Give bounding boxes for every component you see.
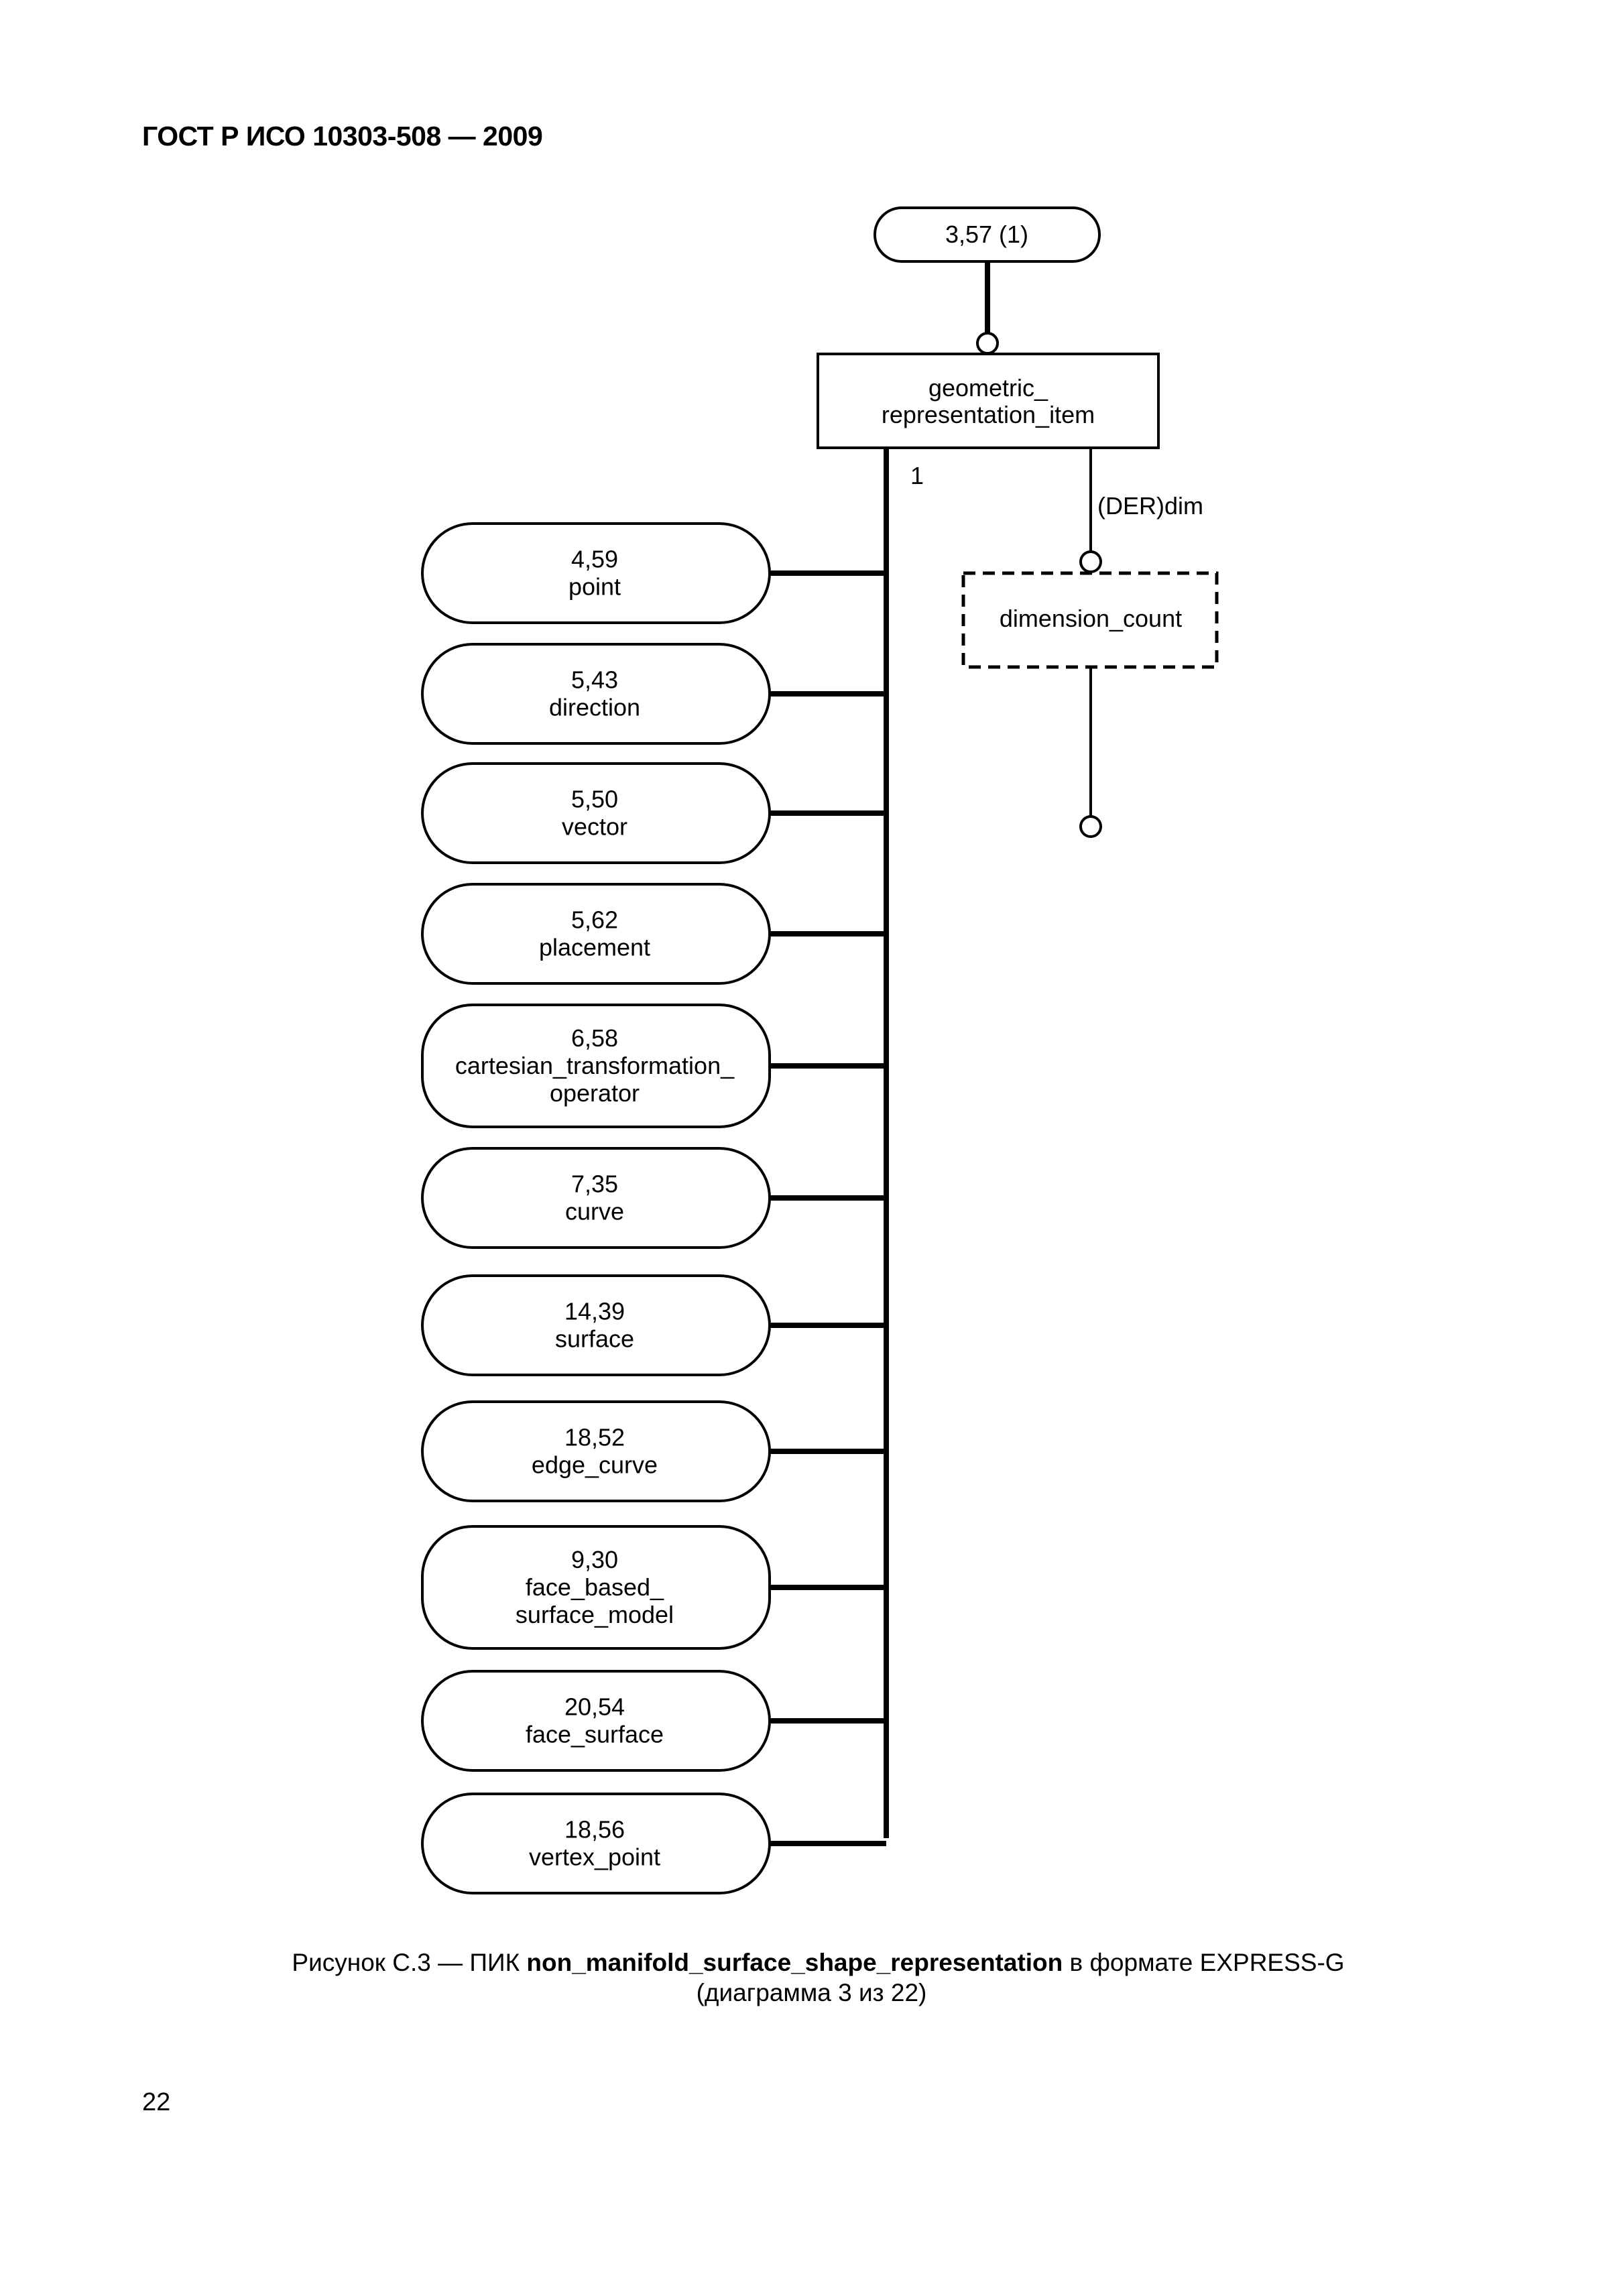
caption-suffix: в формате EXPRESS-G	[1063, 1949, 1345, 1976]
subtype-page-ref: 5,50	[571, 786, 618, 813]
page-reference-label: 3,57 (1)	[945, 221, 1028, 248]
defined-type-label: dimension_count	[1000, 605, 1182, 632]
derived-attribute-label: (DER)dim	[1097, 492, 1203, 520]
subtype-name: vertex_point	[529, 1844, 660, 1871]
subtype-oval	[421, 1147, 771, 1249]
express-g-diagram: 3,57 (1) geometric_ representation_item …	[421, 206, 1219, 1894]
page-ref-connector-circle	[976, 332, 999, 355]
defined-type-dimension-count: dimension_count	[961, 571, 1219, 669]
subtype-name: direction	[549, 694, 640, 721]
caption-prefix: Рисунок C.3 — ПИК	[292, 1949, 527, 1976]
figure-caption: Рисунок C.3 — ПИК non_manifold_surface_s…	[0, 1947, 1623, 2008]
subtype-page-ref: 14,39	[564, 1298, 625, 1325]
subtype-oval	[421, 1274, 771, 1376]
subtype-page-ref: 18,52	[564, 1424, 625, 1451]
subtype-name: vector	[562, 813, 627, 841]
subtype-name: face_based_	[526, 1573, 664, 1601]
document-header: ГОСТ Р ИСО 10303-508 — 2009	[142, 121, 543, 152]
subtype-cardinality: 1	[910, 462, 924, 489]
subtype-name: surface	[555, 1325, 634, 1353]
subtype-name: point	[568, 573, 621, 601]
subtype-name: cartesian_transformation_	[455, 1052, 735, 1079]
subtype-page-ref: 18,56	[564, 1816, 625, 1844]
subtype-page-ref: 4,59	[571, 546, 618, 573]
subtype-page-ref: 5,62	[571, 906, 618, 934]
subtype-oval	[421, 1004, 771, 1128]
caption-line-2: (диаграмма 3 из 22)	[696, 1979, 927, 2006]
subtype-page-ref: 20,54	[564, 1693, 625, 1721]
subtype-name: face_surface	[526, 1721, 664, 1748]
subtype-name: edge_curve	[532, 1451, 658, 1479]
page-reference: 3,57 (1)	[874, 206, 1101, 263]
subtype-page-ref: 6,58	[571, 1024, 618, 1052]
entity-name-line1: geometric_	[928, 374, 1048, 402]
subtype-oval	[421, 762, 771, 864]
entity-name-line2: representation_item	[882, 401, 1095, 428]
subtype-oval	[421, 643, 771, 745]
subtype-oval	[421, 1525, 771, 1650]
subtype-page-ref: 7,35	[571, 1170, 618, 1198]
subtype-name: surface_model	[516, 1601, 674, 1628]
subtype-name: placement	[539, 934, 650, 961]
subtype-oval	[421, 522, 771, 624]
subtype-page-ref: 9,30	[571, 1546, 618, 1573]
subtype-page-ref: 5,43	[571, 666, 618, 694]
subtype-oval	[421, 1670, 771, 1772]
defined-type-connector-circle	[1079, 815, 1102, 838]
caption-entity-name: non_manifold_surface_shape_representatio…	[526, 1949, 1063, 1976]
entity-geometric-representation-item: geometric_ representation_item	[817, 353, 1160, 449]
subtype-oval	[421, 883, 771, 985]
subtype-name: curve	[565, 1198, 624, 1225]
subtype-oval	[421, 1400, 771, 1502]
derived-attribute-circle	[1079, 550, 1102, 573]
subtype-name: operator	[550, 1079, 640, 1107]
subtype-oval	[421, 1793, 771, 1894]
page-number: 22	[142, 2088, 171, 2116]
caption-line-1: Рисунок C.3 — ПИК non_manifold_surface_s…	[0, 1947, 1623, 1978]
